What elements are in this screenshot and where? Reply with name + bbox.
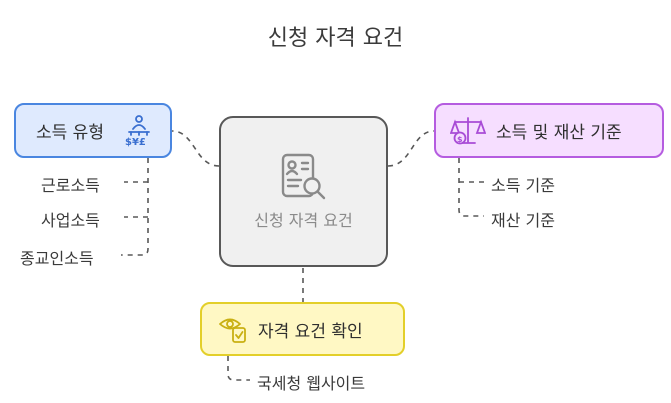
page-title: 신청 자격 요건 bbox=[267, 26, 404, 51]
criteria-label: 소득 및 재산 기준 bbox=[496, 123, 622, 143]
criteria-item: 재산 기준 bbox=[491, 211, 555, 230]
connector-center-to-income bbox=[171, 130, 220, 167]
income-type-item: 종교인소득 bbox=[20, 249, 94, 268]
svg-text:$¥£: $¥£ bbox=[125, 137, 146, 148]
connector-verify-children bbox=[227, 356, 250, 381]
criteria-node: $ 소득 및 재산 기준 bbox=[434, 103, 664, 158]
center-node: 신청 자격 요건 bbox=[219, 116, 388, 267]
document-search-icon bbox=[281, 153, 325, 199]
connector-criteria-children bbox=[458, 158, 484, 217]
connector-income-children bbox=[121, 158, 149, 256]
income-type-item: 근로소득 bbox=[41, 176, 100, 195]
verify-node: 자격 요건 확인 bbox=[200, 302, 405, 356]
connector-center-to-criteria bbox=[387, 130, 435, 167]
svg-text:$: $ bbox=[457, 135, 463, 144]
income-type-item: 사업소득 bbox=[41, 211, 100, 230]
verify-label: 자격 요건 확인 bbox=[258, 321, 363, 342]
income-people-money-icon: $¥£ bbox=[125, 114, 150, 148]
eye-document-check-icon bbox=[219, 318, 246, 343]
criteria-item: 소득 기준 bbox=[491, 176, 555, 195]
center-label: 신청 자격 요건 bbox=[254, 210, 353, 230]
income-type-node: 소득 유형 $¥£ bbox=[14, 103, 172, 158]
scales-money-icon: $ bbox=[450, 116, 486, 144]
income-type-label: 소득 유형 bbox=[36, 123, 104, 143]
verify-item: 국세청 웹사이트 bbox=[257, 374, 366, 393]
